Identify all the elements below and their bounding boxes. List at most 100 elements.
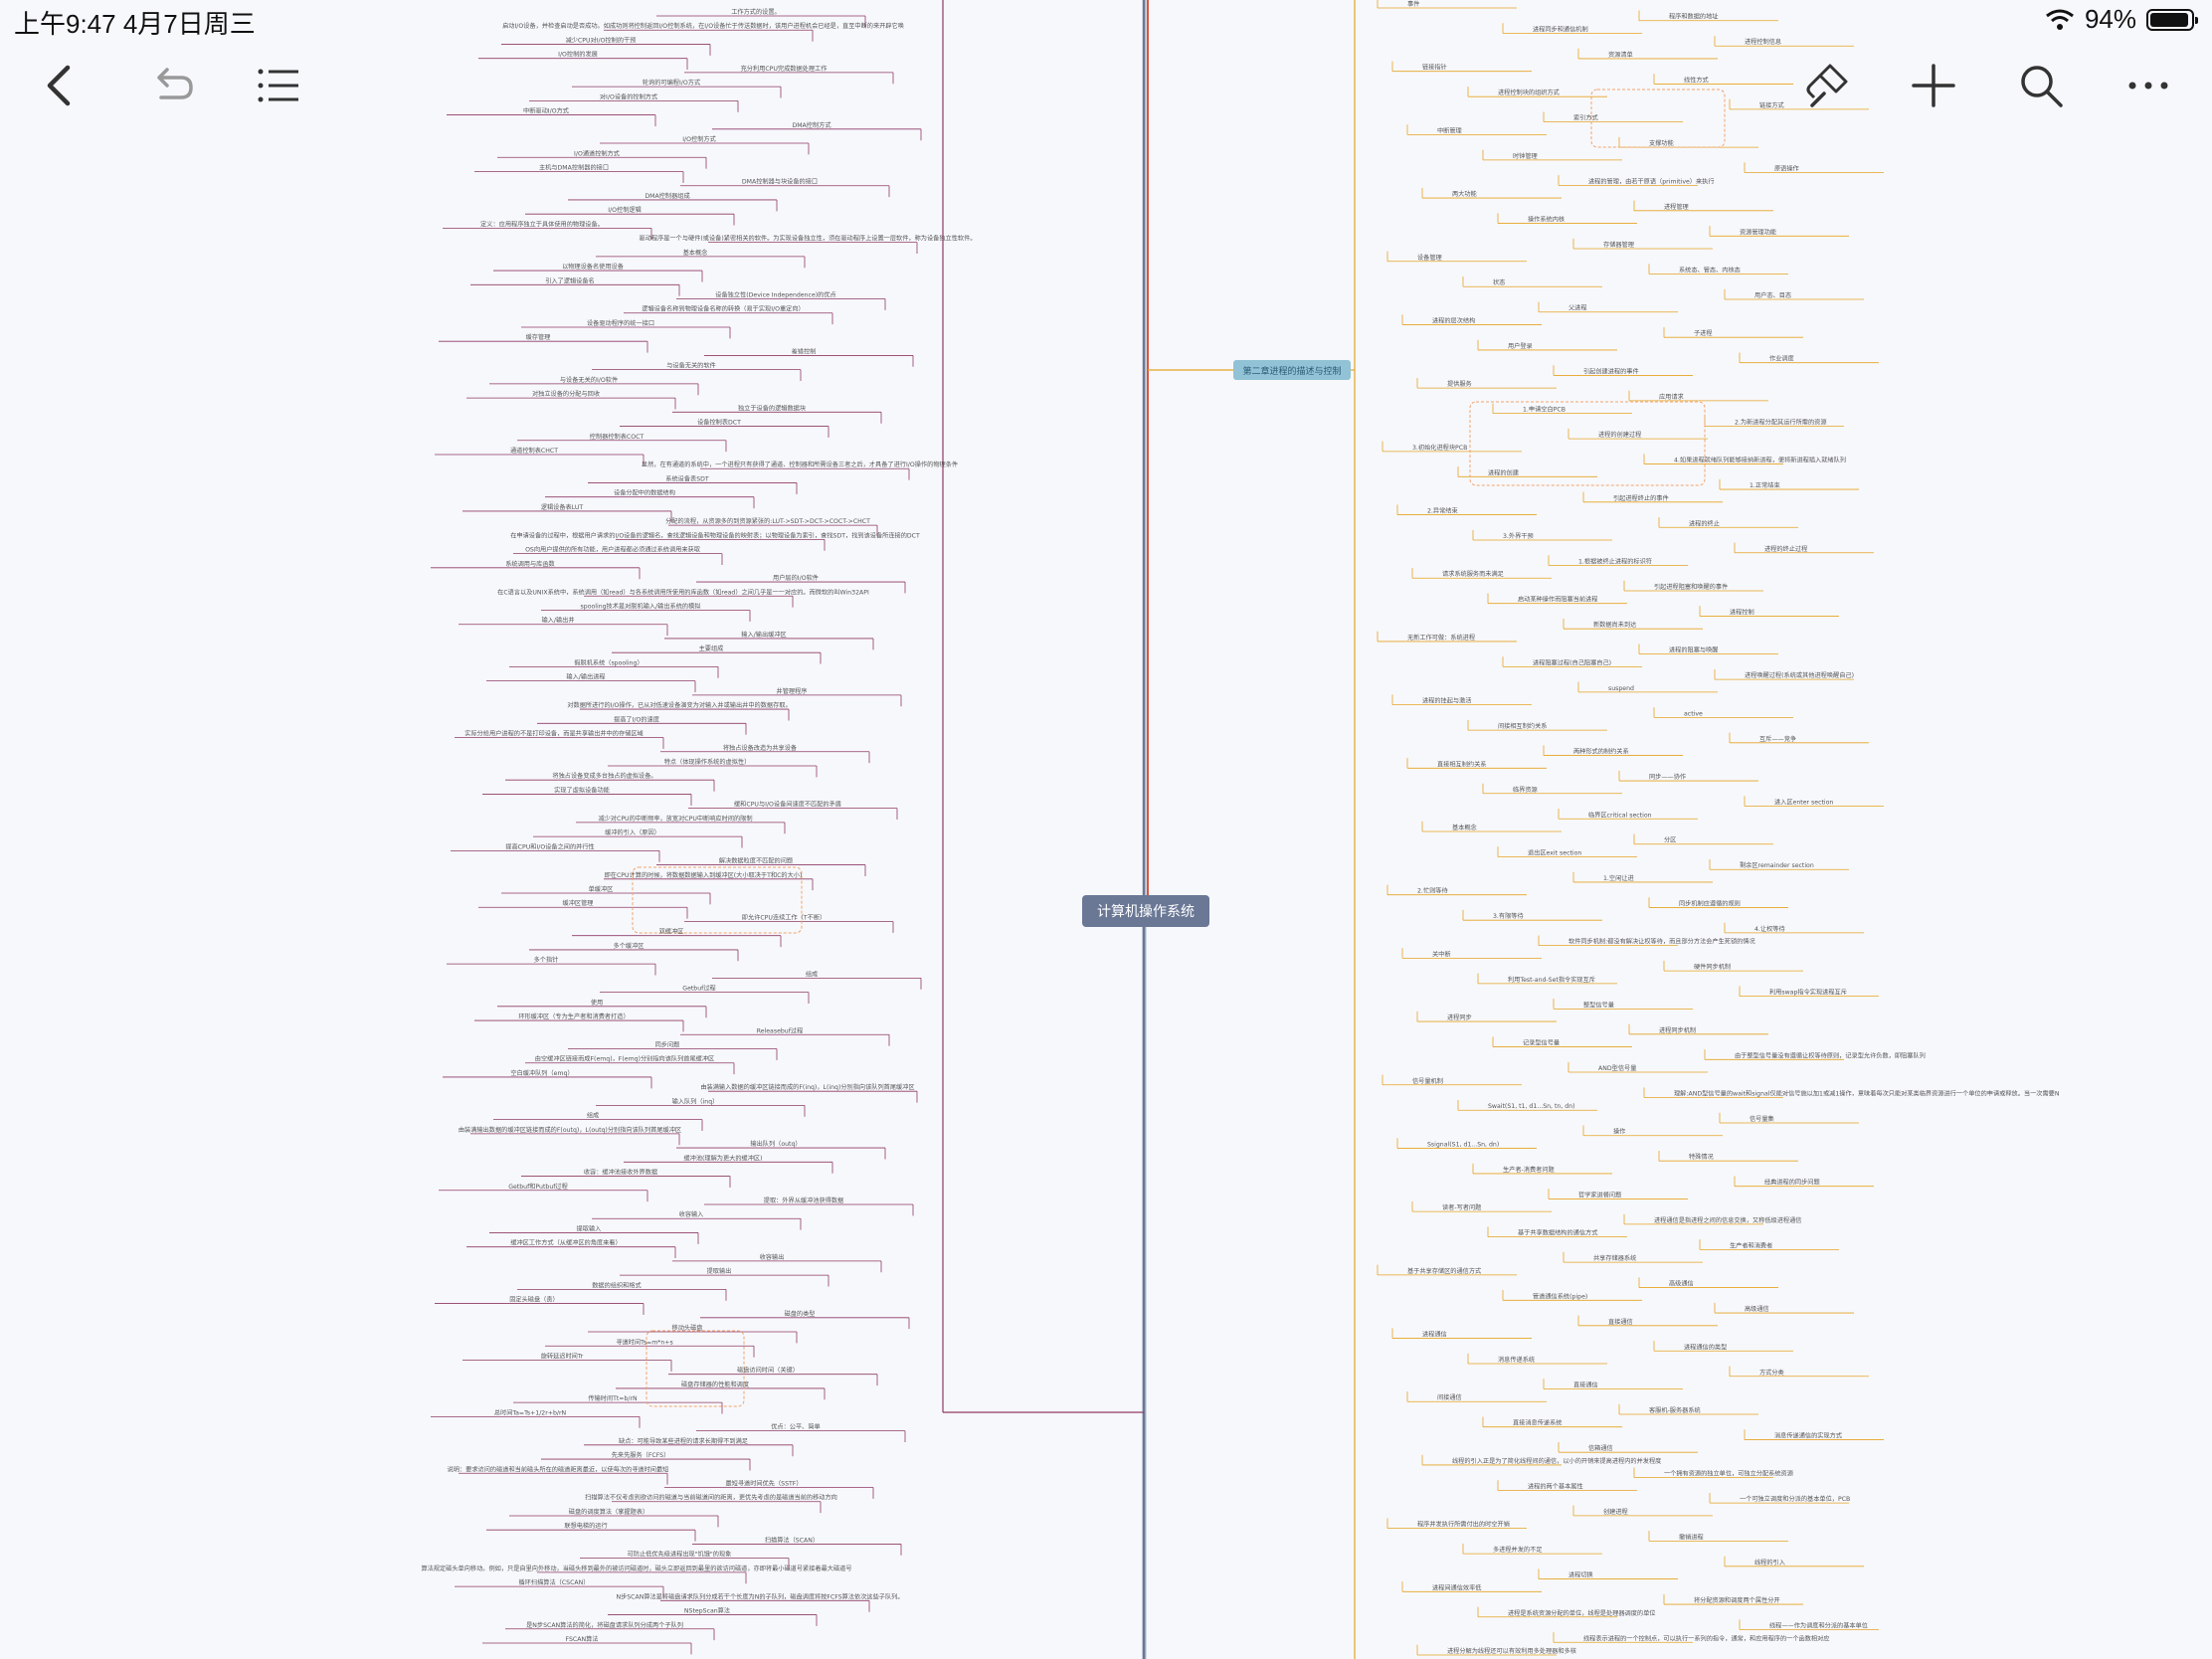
right-node-label[interactable]: Ssignal(S1, d1...Sn, dn) xyxy=(1427,1141,1499,1148)
left-node-label[interactable]: 磁盘存储器的性能和调度 xyxy=(681,1381,749,1388)
right-node-label[interactable]: 3.有限等待 xyxy=(1493,912,1524,920)
left-node-label[interactable]: 减少对CPU的中断频率，放宽对CPU中断响应时间的限制 xyxy=(598,815,752,823)
right-node-label[interactable]: 线程表示进程的一个控制点，可以执行一系列的指令，通常，和应用程序的一个函数相对应 xyxy=(1583,1634,1830,1642)
right-node-label[interactable]: 原语操作 xyxy=(1774,165,1799,173)
left-node-label[interactable]: 由装满输出数据的缓冲区链接而成的F(outq)，L(outq)分别指向该队列首尾… xyxy=(459,1126,681,1134)
right-node-label[interactable]: 进入区enter section xyxy=(1774,799,1833,807)
left-node-label[interactable]: 充分利用CPU完成数据处理工作 xyxy=(741,65,828,73)
left-node-label[interactable]: 对数据所进行的I/O操作，已从对低速设备演变为对输入井或输出井中的数据存取。 xyxy=(567,701,791,709)
right-node-label[interactable]: 进程的阻塞与唤醒 xyxy=(1669,646,1719,654)
right-node-label[interactable]: 同步——协作 xyxy=(1649,773,1686,781)
right-node-label[interactable]: 无新工作可做：系统进程 xyxy=(1407,634,1475,642)
right-node-label[interactable]: 撤销进程 xyxy=(1679,1533,1704,1541)
right-node-label[interactable]: 经典进程的同步问题 xyxy=(1764,1179,1820,1187)
right-node-label[interactable]: 进程管理 xyxy=(1664,203,1689,211)
right-node-label[interactable]: suspend xyxy=(1608,685,1634,692)
right-node-label[interactable]: 进程控制块的组织方式 xyxy=(1498,89,1560,96)
left-node-label[interactable]: DMA控制器与块设备的接口 xyxy=(742,178,818,186)
left-node-label[interactable]: 联想电梯的运行 xyxy=(564,1522,607,1530)
right-node-label[interactable]: 事件 xyxy=(1407,0,1419,8)
left-node-label[interactable]: 缓冲区工作方式（从缓冲区的角度来看） xyxy=(510,1239,621,1247)
left-node-label[interactable]: DMA控制器组成 xyxy=(645,192,689,200)
right-node-label[interactable]: 整型信号量 xyxy=(1583,1001,1614,1009)
left-node-label[interactable]: 引入了逻辑设备名 xyxy=(545,276,595,284)
left-node-label[interactable]: 在申请设备的过程中，根据用户请求的I/O设备的逻辑名，查找逻辑设备和物理设备的映… xyxy=(510,531,920,539)
right-node-label[interactable]: 一个可独立调度和分派的基本单位，PCB xyxy=(1740,1495,1850,1503)
add-button[interactable] xyxy=(1904,56,1963,115)
right-node-label[interactable]: 信号量机制 xyxy=(1412,1077,1443,1085)
left-node-label[interactable]: 收容输出 xyxy=(760,1253,785,1261)
right-node-label[interactable]: 时钟管理 xyxy=(1513,152,1538,160)
right-node-label[interactable]: 链接指针 xyxy=(1422,64,1447,72)
right-node-label[interactable]: 用户态、目态 xyxy=(1754,291,1791,299)
right-node-label[interactable]: 进程通信 xyxy=(1422,1331,1447,1339)
right-node-label[interactable]: 一个拥有资源的独立单位，可独立分配系统资源 xyxy=(1664,1470,1793,1478)
right-node-label[interactable]: 退出区exit section xyxy=(1528,848,1581,856)
right-node-label[interactable]: 互斥——竞争 xyxy=(1759,735,1796,743)
outline-button[interactable] xyxy=(249,56,308,115)
left-node-label[interactable]: 通道控制表CHCT xyxy=(510,447,558,455)
left-node-label[interactable]: 提高了I/O的速度 xyxy=(614,715,659,723)
left-node-label[interactable]: 显然，在有通道的系统中，一个进程只有获得了通道、控制器和所需设备三者之后，才具备… xyxy=(642,461,958,468)
right-node-label[interactable]: Swait(S1, t1, d1...Sn, tn, dn) xyxy=(1488,1103,1575,1110)
right-node-label[interactable]: 直接通信 xyxy=(1573,1381,1598,1388)
right-node-label[interactable]: 临界区critical section xyxy=(1588,811,1652,819)
left-node-label[interactable]: Releasebuf过程 xyxy=(757,1026,804,1034)
right-node-label[interactable]: 读者-写者问题 xyxy=(1442,1203,1481,1211)
right-node-label[interactable]: 记录型信号量 xyxy=(1523,1039,1560,1047)
left-node-label[interactable]: 输入/输出缓冲区 xyxy=(741,631,786,639)
left-node-label[interactable]: 由装满输入数据的缓冲区链接而成的F(inq)，L(inq)分别指向该队列首尾缓冲… xyxy=(700,1083,914,1091)
right-node-label[interactable]: 特殊情况 xyxy=(1689,1153,1714,1161)
right-node-label[interactable]: 高级通信 xyxy=(1745,1305,1769,1313)
right-node-label[interactable]: 共享存储器系统 xyxy=(1593,1254,1636,1262)
right-node-label[interactable]: 由于整型信号量没有遵循让权等待原则，记录型允许负数，即阻塞队列 xyxy=(1735,1051,1926,1059)
right-node-label[interactable]: 存储器管理 xyxy=(1603,241,1634,249)
right-node-label[interactable]: 线性方式 xyxy=(1684,76,1709,84)
left-node-label[interactable]: 提高CPU和I/O设备之间的并行性 xyxy=(505,842,594,850)
right-node-label[interactable]: 资源清单 xyxy=(1608,51,1633,59)
right-node-label[interactable]: 信箱通信 xyxy=(1588,1444,1613,1452)
left-node-label[interactable]: 优点：公平、简单 xyxy=(771,1423,821,1431)
right-node-label[interactable]: 3.初始化进程块PCB xyxy=(1412,444,1467,452)
left-node-label[interactable]: 与设备无关的I/O软件 xyxy=(560,376,618,384)
left-node-label[interactable]: 设备控制表DCT xyxy=(697,419,741,427)
right-node-label[interactable]: 新数据尚未到达 xyxy=(1593,621,1636,629)
right-node-label[interactable]: 分区 xyxy=(1664,836,1676,844)
right-node-label[interactable]: 引起进程阻塞和唤醒的事件 xyxy=(1654,583,1728,591)
right-node-label[interactable]: 间接相互制约关系 xyxy=(1498,722,1548,730)
right-node-label[interactable]: 基本概念 xyxy=(1452,824,1477,831)
right-node-label[interactable]: 操作 xyxy=(1613,1128,1625,1136)
left-node-label[interactable]: 循环扫描算法（CSCAN） xyxy=(519,1578,590,1586)
search-button[interactable] xyxy=(2011,56,2071,115)
left-node-label[interactable]: I/O通道控制方式 xyxy=(574,149,620,157)
right-node-label[interactable]: 1.申请空白PCB xyxy=(1523,406,1566,414)
right-node-label[interactable]: 直接消息传递系统 xyxy=(1513,1419,1563,1427)
left-node-label[interactable]: 假脱机系统（spooling） xyxy=(574,658,643,666)
left-node-label[interactable]: OS向用户提供的所有功能，用户进程都必须通过系统调用来获取 xyxy=(525,546,700,554)
left-node-label[interactable]: Getbuf过程 xyxy=(682,985,715,993)
left-node-label[interactable]: 设备独立性(Device Independence)的优点 xyxy=(715,291,835,299)
left-node-label[interactable]: 是N步SCAN算法的简化，将磁盘请求队列分成两个子队列 xyxy=(526,1621,683,1629)
left-node-label[interactable]: 将独占设备改造为共享设备 xyxy=(723,744,798,752)
left-node-label[interactable]: 说明：要求访问的磁道和当前磁头所在的磁道距离最近，以使每次的寻道时间最短 xyxy=(448,1465,669,1473)
left-node-label[interactable]: 独立于设备的逻辑数据块 xyxy=(738,404,806,412)
right-node-label[interactable]: 进程间通信效率低 xyxy=(1432,1583,1482,1591)
right-node-label[interactable]: 关中断 xyxy=(1432,950,1451,958)
left-node-label[interactable]: 扫描算法（SCAN） xyxy=(765,1536,819,1544)
left-node-label[interactable]: 缓冲池(理解为更大的缓冲区) xyxy=(683,1154,762,1162)
right-node-label[interactable]: 4.让权等待 xyxy=(1754,925,1785,933)
left-node-label[interactable]: 提取：外界从缓冲池获得数据 xyxy=(764,1197,843,1204)
left-node-label[interactable]: 设备驱动程序的统一接口 xyxy=(587,319,654,327)
right-node-label[interactable]: 设备管理 xyxy=(1417,254,1442,262)
root-node[interactable]: 计算机操作系统 xyxy=(1082,895,1209,927)
left-node-label[interactable]: 将独占设备变成多台独占的虚拟设备。 xyxy=(552,772,656,780)
right-node-label[interactable]: 2.异常结束 xyxy=(1427,507,1458,515)
right-node-label[interactable]: 操作系统内核 xyxy=(1528,216,1565,224)
left-node-label[interactable]: 解决数据粒度不匹配的问题 xyxy=(719,857,793,865)
left-node-label[interactable]: NStepScan算法 xyxy=(684,1607,730,1615)
left-node-label[interactable]: I/O控制的发展 xyxy=(558,51,598,59)
left-node-label[interactable]: 传输时间Tt=b/rN xyxy=(588,1394,638,1402)
left-node-label[interactable]: 与设备无关的软件 xyxy=(666,362,716,370)
left-node-label[interactable]: 输出队列（outq） xyxy=(750,1140,801,1148)
right-node-label[interactable]: 2.忙则等待 xyxy=(1417,887,1448,895)
